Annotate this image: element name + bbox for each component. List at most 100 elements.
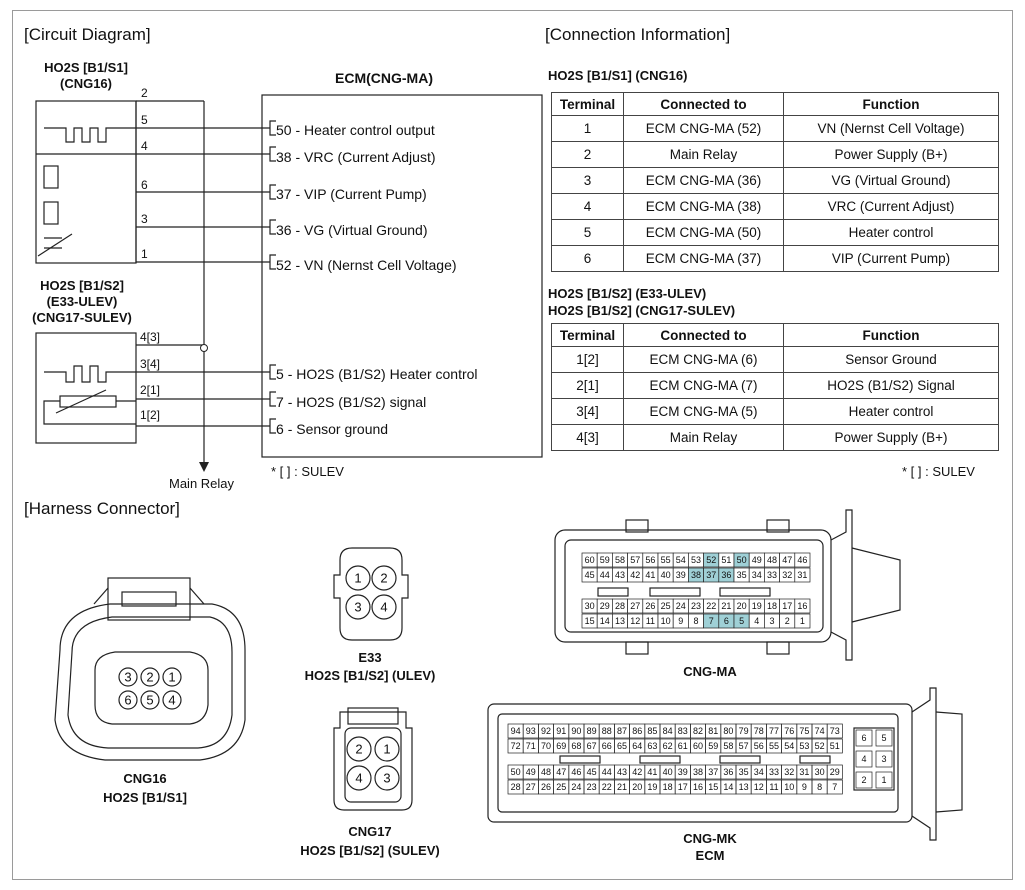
cng17-face xyxy=(344,727,402,803)
s2-connector-ulev: (E33-ULEV) xyxy=(46,294,118,309)
cng17-body xyxy=(333,711,413,811)
terminal-cell: 3[4] xyxy=(551,398,624,425)
cng-mk-pin-number: 89 xyxy=(587,726,597,736)
e33-label: E33 xyxy=(358,650,382,665)
cng-mk-pin-number: 55 xyxy=(769,741,779,751)
connected-to-cell: ECM CNG-MA (38) xyxy=(623,193,784,220)
header-connected-to: Connected to xyxy=(623,323,784,347)
cng-mk-pin-number: 48 xyxy=(541,767,551,777)
cng-ma-pin-number: 24 xyxy=(676,601,686,611)
cng16-pin xyxy=(140,667,160,687)
cng-ma-pin-cell xyxy=(794,567,811,583)
cng16-sensor-label: HO2S [B1/S1] xyxy=(103,790,187,805)
cng-mk-pin-number: 17 xyxy=(678,782,688,792)
ecm-pin-function: - VIP (Current Pump) xyxy=(295,186,427,202)
cng-ma-clip xyxy=(625,519,649,533)
cng-mk-pin-number: 87 xyxy=(617,726,627,736)
cng17-pin xyxy=(346,765,372,791)
function-cell: VRC (Current Adjust) xyxy=(783,193,999,220)
terminal-cell: 2 xyxy=(551,141,624,168)
s1-pin-label: 2 xyxy=(141,86,148,100)
cng-mk-side-cell xyxy=(855,750,873,768)
cng-mk-side-number: 2 xyxy=(861,775,866,785)
s1-pin-label: 3 xyxy=(141,212,148,226)
cng-mk-pin-number: 68 xyxy=(571,741,581,751)
cng-mk-side-cell xyxy=(875,771,893,789)
cng16-pin xyxy=(140,690,160,710)
cng-mk-pin-number: 81 xyxy=(708,726,718,736)
function-cell: HO2S (B1/S2) Signal xyxy=(783,372,999,399)
cng16-latch xyxy=(107,577,191,621)
s2-pin-label: 1[2] xyxy=(140,408,161,422)
s2-pin-label: 2[1] xyxy=(140,383,161,397)
s2-connector-sulev: (CNG17-SULEV) xyxy=(32,310,132,325)
cng-ma-pin-number: 57 xyxy=(630,555,640,565)
cng-mk-pin-number: 71 xyxy=(526,741,536,751)
cng-mk-pin-number: 35 xyxy=(739,767,749,777)
connected-to-cell: Main Relay xyxy=(623,141,784,168)
cng-ma-clip xyxy=(766,519,790,533)
cng-ma-pin-number: 19 xyxy=(752,601,762,611)
cng-ma-label: CNG-MA xyxy=(683,664,737,679)
cng-mk-pin-number: 40 xyxy=(663,767,673,777)
ecm-pin-number: 52 xyxy=(276,257,292,273)
cng-ma-pin-number: 7 xyxy=(709,616,714,626)
ecm-label: ECM xyxy=(695,848,725,863)
cng-mk-pin-number: 43 xyxy=(617,767,627,777)
header-function: Function xyxy=(783,92,999,116)
s1-pin-label: 1 xyxy=(141,247,148,261)
cng-ma-pin-number: 26 xyxy=(645,601,655,611)
cng-ma-key xyxy=(597,587,629,597)
cng-mk-pin-number: 72 xyxy=(511,741,521,751)
cng-mk-pin-number: 51 xyxy=(830,741,840,751)
cng-ma-pin-number: 3 xyxy=(769,616,774,626)
cng-mk-pin-number: 45 xyxy=(587,767,597,777)
e33-body xyxy=(333,547,409,641)
cng-mk-pin-number: 57 xyxy=(739,741,749,751)
ecm-pin-function: - Heater control output xyxy=(295,122,435,138)
cng16-face xyxy=(94,651,209,725)
cng-mk-key xyxy=(559,755,601,764)
cng-mk-pin-number: 60 xyxy=(693,741,703,751)
cng-mk-pin-number: 65 xyxy=(617,741,627,751)
cng-mk-pin-number: 25 xyxy=(556,782,566,792)
e33-pin-number: 2 xyxy=(380,571,387,586)
cng-mk-pin-number: 18 xyxy=(663,782,673,792)
cng-ma-pin-number: 32 xyxy=(782,570,792,580)
cng-ma-clip xyxy=(766,641,790,655)
ecm-box xyxy=(261,94,543,458)
ecm-pin-function: - Sensor ground xyxy=(287,421,389,437)
s1-sensor-box xyxy=(35,100,137,264)
s2-pin-label: 3[4] xyxy=(140,357,161,371)
cng16-pin xyxy=(162,690,182,710)
cng-ma-pin-number: 40 xyxy=(661,570,671,580)
cng17-pin-number: 2 xyxy=(355,742,362,757)
cng-ma-pin-cell xyxy=(794,613,811,629)
cng-ma-pin-number: 58 xyxy=(615,555,625,565)
e33-sensor-label: HO2S [B1/S2] (ULEV) xyxy=(304,668,436,683)
ecm-pin-row: 5 - HO2S (B1/S2) Heater control xyxy=(276,366,478,382)
e33-pin xyxy=(371,565,397,591)
terminal-cell: 4[3] xyxy=(551,424,624,451)
cng-mk-pin-number: 64 xyxy=(632,741,642,751)
main-relay-label: Main Relay xyxy=(169,476,235,491)
cng-mk-side-number: 5 xyxy=(881,733,886,743)
cng-mk-pin-number: 50 xyxy=(511,767,521,777)
ecm-pin-number: 50 xyxy=(276,122,292,138)
cng-mk-pin-number: 34 xyxy=(754,767,764,777)
cng-ma-body xyxy=(554,529,832,643)
cng16-pin xyxy=(118,690,138,710)
cng-mk-pin-number: 21 xyxy=(617,782,627,792)
cng-mk-pin-number: 42 xyxy=(632,767,642,777)
s1-table-title: HO2S [B1/S1] (CNG16) xyxy=(548,68,688,83)
cng-mk-side-cell xyxy=(855,729,873,747)
cng-mk-pin-number: 20 xyxy=(632,782,642,792)
cng-ma-pin-number: 25 xyxy=(661,601,671,611)
cng-ma-pin-number: 28 xyxy=(615,601,625,611)
s1-pin-label: 4 xyxy=(141,139,148,153)
cng-mk-pin-number: 82 xyxy=(693,726,703,736)
s2-table-title-sulev: HO2S [B1/S2] (CNG17-SULEV) xyxy=(548,303,736,318)
cng-mk-pin-number: 41 xyxy=(647,767,657,777)
cng16-pin-number: 4 xyxy=(168,693,175,708)
